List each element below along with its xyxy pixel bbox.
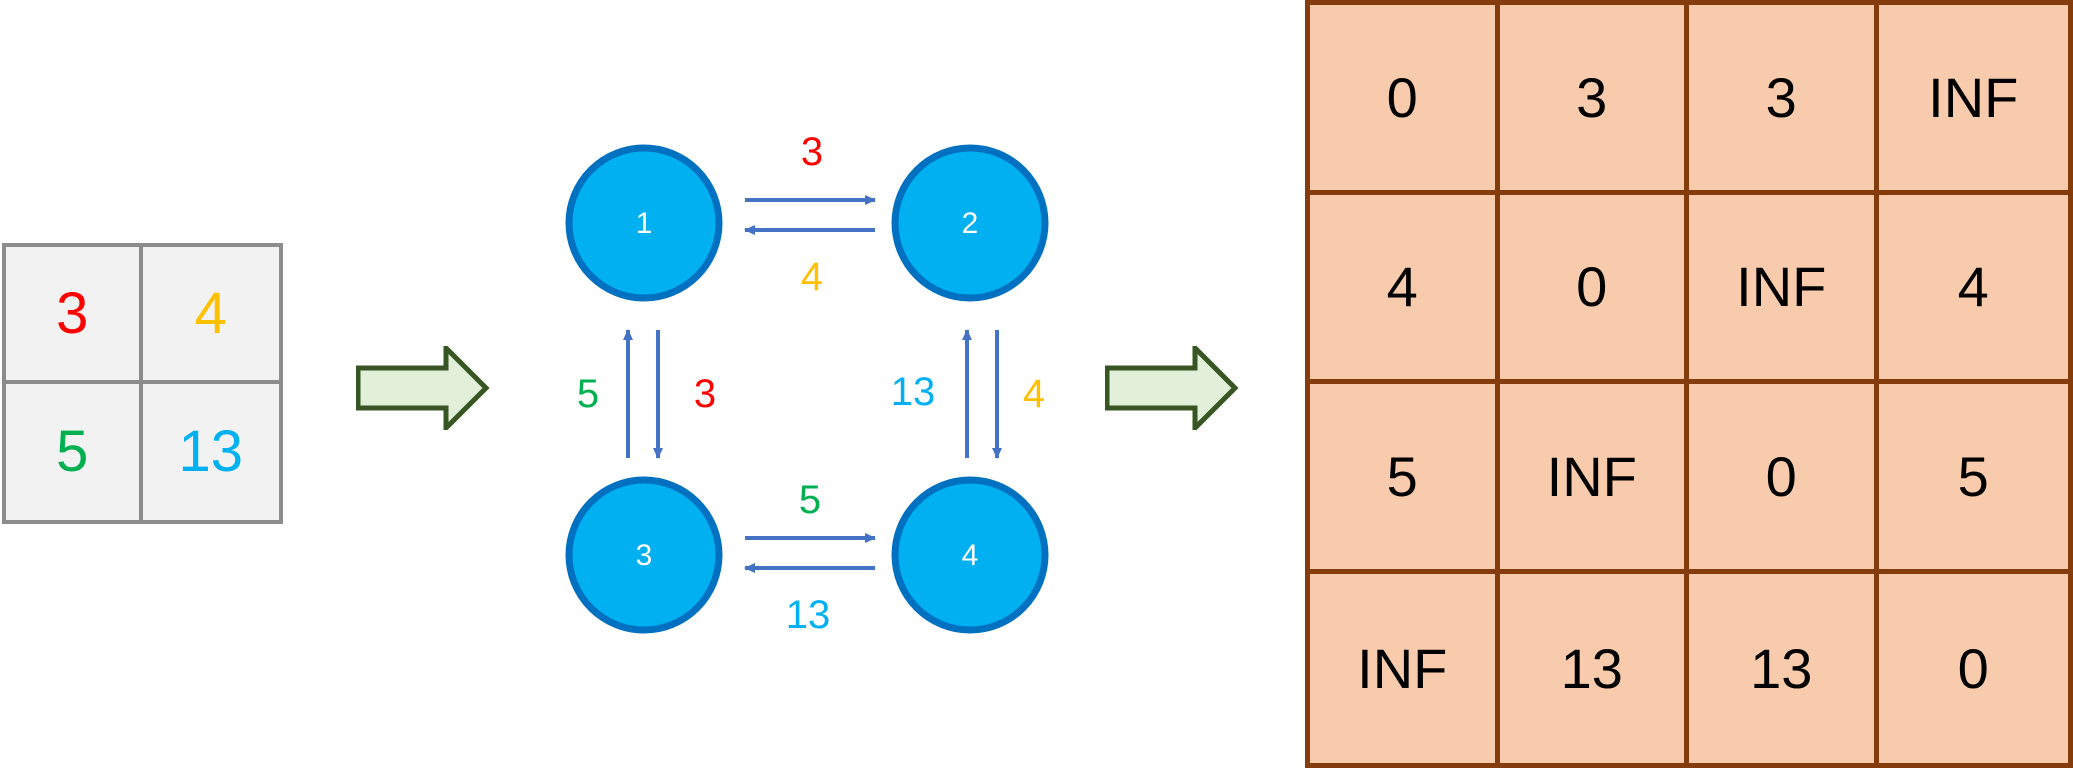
- matrix-cell: 13: [1500, 573, 1689, 763]
- input-grid: 3 4 5 13: [2, 243, 283, 524]
- edge-label-3-to-4: 5: [799, 478, 821, 522]
- matrix-cell: 3: [1499, 5, 1689, 195]
- matrix-cell: INF: [1689, 194, 1879, 384]
- matrix-cell: INF: [1310, 573, 1500, 763]
- node-label: 2: [962, 207, 979, 240]
- input-cell: 5: [6, 383, 143, 520]
- graph-node: 3: [565, 476, 723, 634]
- edge-label-2-to-4: 4: [1023, 372, 1045, 416]
- node-label: 4: [962, 539, 979, 572]
- matrix-cell: INF: [1878, 5, 2068, 195]
- matrix-cell: 5: [1310, 384, 1500, 574]
- matrix-cell: 0: [1310, 5, 1500, 195]
- node-label: 1: [636, 207, 653, 240]
- edge-label-2-to-1: 4: [801, 255, 823, 299]
- input-cell: 3: [6, 247, 143, 384]
- graph-node: 4: [891, 476, 1049, 634]
- right-block-arrow-icon: [356, 346, 490, 430]
- matrix-cell: INF: [1499, 384, 1689, 574]
- edge-label-4-to-2: 13: [891, 370, 936, 414]
- matrix-cell: 0: [1957, 636, 1989, 700]
- graph-node: 2: [891, 144, 1049, 302]
- matrix-cell: 13: [1689, 573, 1879, 763]
- matrix-cell: 4: [1878, 195, 2068, 384]
- edge-label-1-to-2: 3: [801, 130, 823, 174]
- edge-label-3-to-1: 5: [577, 372, 599, 416]
- input-cell: 13: [142, 383, 279, 520]
- matrix-cell: 5: [1878, 384, 2068, 574]
- matrix-cell: 0: [1689, 384, 1879, 574]
- edge-label-4-to-3: 13: [786, 593, 831, 637]
- graph-node: 1: [565, 144, 723, 302]
- input-cell: 4: [142, 247, 279, 384]
- matrix-cell: 4: [1310, 194, 1500, 384]
- matrix-cell: 3: [1689, 5, 1879, 195]
- node-label: 3: [636, 539, 653, 572]
- edge-label-1-to-3: 3: [694, 372, 716, 416]
- matrix-cell: 0: [1499, 194, 1689, 384]
- right-block-arrow-icon: [1105, 346, 1239, 430]
- directed-graph: 3 4 5 3 13 4 5 13 1 2 3 4: [565, 130, 1049, 637]
